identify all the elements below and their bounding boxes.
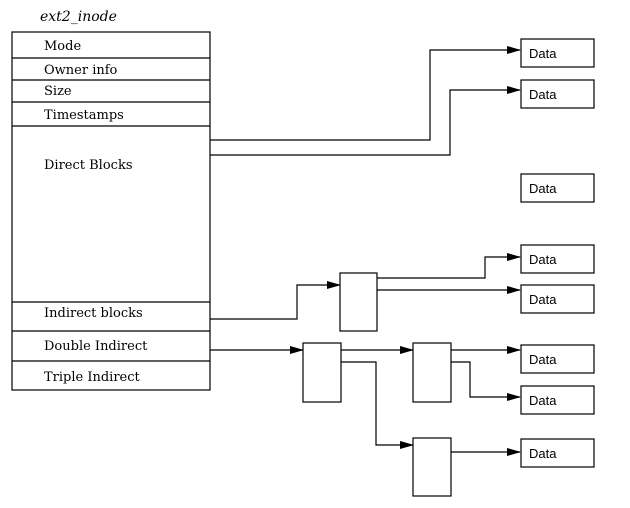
double-second-level-block bbox=[412, 342, 452, 403]
indirect-block bbox=[339, 272, 378, 332]
indirect-pointer-arrow bbox=[210, 281, 341, 320]
data-block: Data bbox=[520, 79, 595, 109]
data-block-label: Data bbox=[529, 393, 557, 408]
indirect-data-arrow-1 bbox=[377, 253, 521, 279]
data-block-label: Data bbox=[529, 352, 557, 367]
data-block: Data bbox=[520, 385, 595, 415]
field-indirect-blocks: Indirect blocks bbox=[44, 306, 143, 321]
data-block-label: Data bbox=[529, 181, 557, 196]
field-owner-info: Owner info bbox=[44, 63, 118, 78]
data-block-label: Data bbox=[529, 446, 557, 461]
data-block-label: Data bbox=[529, 252, 557, 267]
field-size: Size bbox=[44, 84, 72, 99]
data-block: Data bbox=[520, 284, 595, 314]
triple-level-block bbox=[412, 437, 452, 497]
data-block: Data bbox=[520, 173, 595, 203]
data-block: Data bbox=[520, 344, 595, 374]
field-mode: Mode bbox=[44, 39, 81, 54]
double-data-arrow-2 bbox=[451, 361, 521, 401]
triple-branch-arrow bbox=[341, 361, 414, 449]
data-block: Data bbox=[520, 38, 595, 68]
inode-table: Mode Owner info Size Timestamps Direct B… bbox=[11, 31, 211, 391]
data-block: Data bbox=[520, 244, 595, 274]
field-direct-blocks: Direct Blocks bbox=[44, 158, 133, 173]
diagram-title: ext2_inode bbox=[40, 9, 117, 25]
field-triple-indirect: Triple Indirect bbox=[44, 370, 141, 385]
data-block: Data bbox=[520, 438, 595, 468]
field-double-indirect: Double Indirect bbox=[44, 339, 148, 354]
data-block-label: Data bbox=[529, 292, 557, 307]
double-indirect-block bbox=[302, 342, 342, 403]
field-timestamps: Timestamps bbox=[44, 108, 124, 123]
direct-pointer-arrow-1 bbox=[210, 46, 521, 141]
data-block-label: Data bbox=[529, 46, 557, 61]
data-block-label: Data bbox=[529, 87, 557, 102]
direct-pointer-arrow-2 bbox=[210, 86, 521, 156]
